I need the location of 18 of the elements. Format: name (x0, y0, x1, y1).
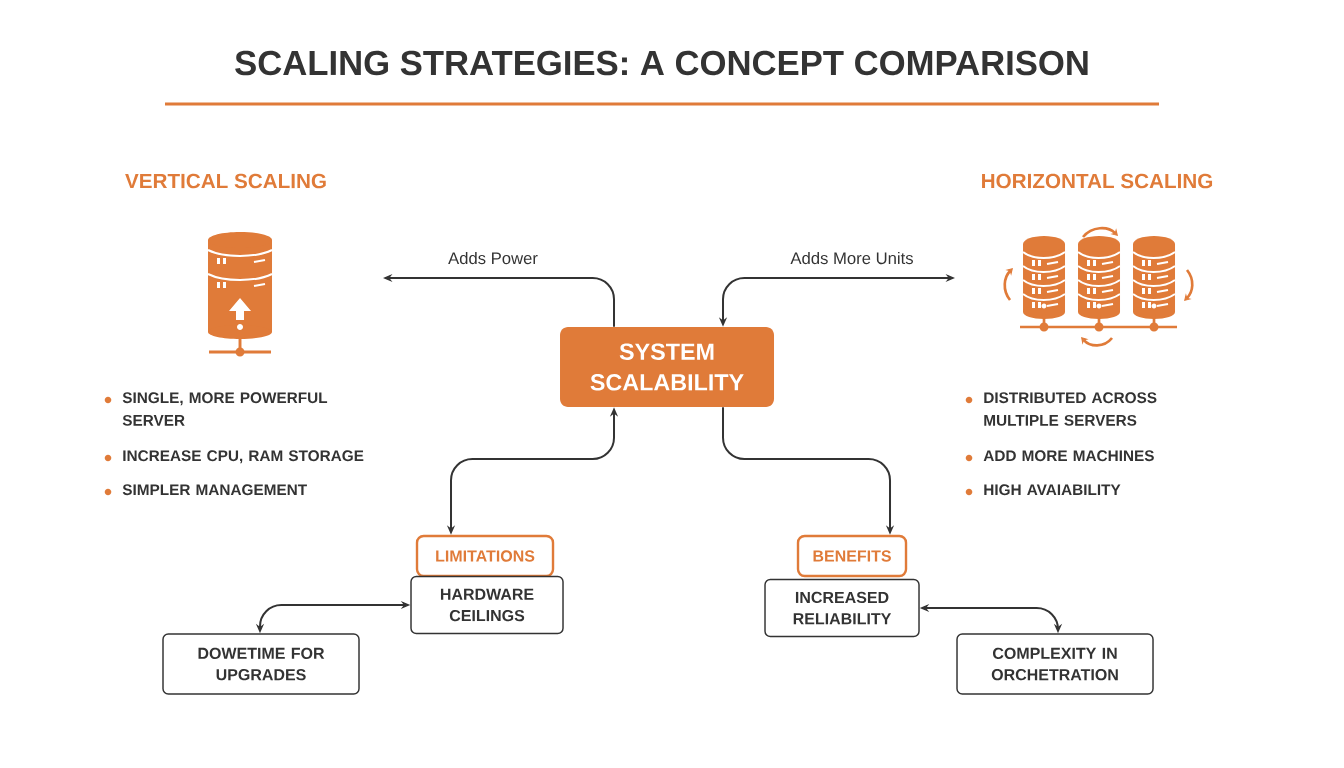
title: SCALING STRATEGIES: A CONCEPT COMPARISON (235, 50, 1088, 76)
bullet-text: HIGH AVAIABILITY (984, 484, 1121, 496)
bullet-text: SIMPLER MANAGEMENT (122, 484, 307, 496)
bullet-text: SINGLE, MORE POWERFUL SERVER (122, 392, 328, 426)
item-box: COMPLEXITY IN ORCHETRATION (956, 633, 1154, 695)
edge-label: Adds More Units (787, 249, 917, 267)
section-heading: HORIZONTAL SCALING (982, 173, 1213, 189)
item-box: HARDWARE CEILINGS (410, 575, 564, 635)
item-box: INCREASED RELIABILITY (764, 578, 920, 638)
edge-label: Adds Power (445, 249, 541, 267)
category-tag: LIMITATIONS (415, 534, 555, 578)
bullet-text: DISTRIBUTED ACROSS MULTIPLE SERVERS (984, 392, 1157, 426)
category-tag: BENEFITS (796, 534, 908, 578)
bullet-text: ADD MORE MACHINES (983, 450, 1154, 462)
bullet-text: INCREASE CPU, RAM STORAGE (123, 450, 364, 464)
section-heading: VERTICAL SCALING (125, 173, 326, 189)
item-box: DOWETIME FOR UPGRADES (162, 633, 360, 695)
central-box: SYSTEM SCALABILITY (560, 327, 774, 407)
